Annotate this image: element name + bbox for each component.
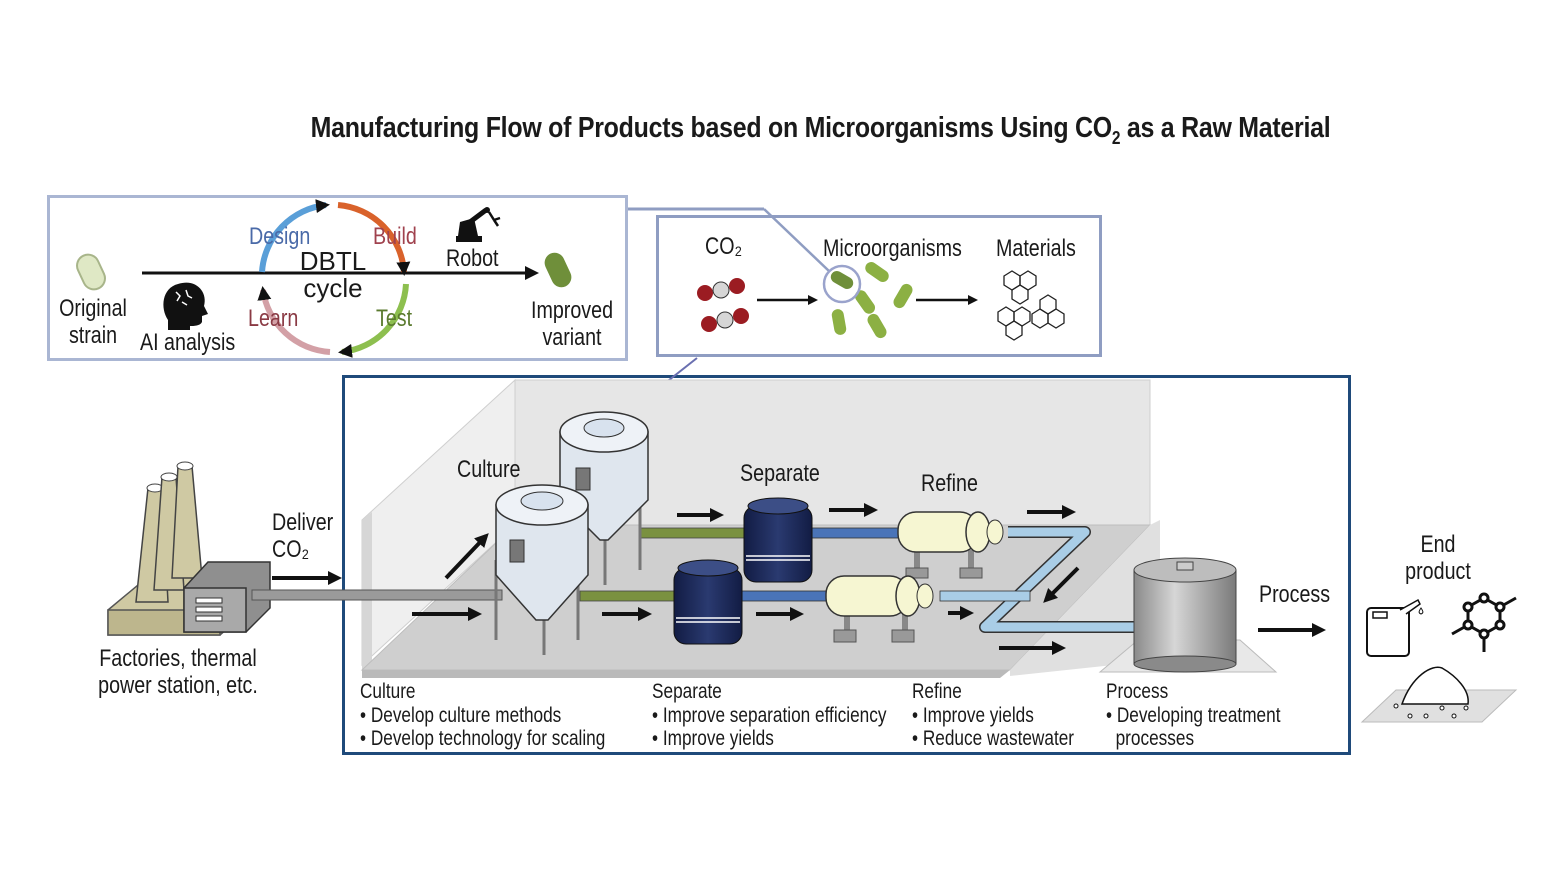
- separator-back: [743, 497, 813, 583]
- stage-bullet: • Develop technology for scaling: [360, 727, 606, 751]
- process-tank: [1098, 557, 1278, 673]
- robot-label: Robot: [446, 245, 499, 272]
- learn-arc: [257, 286, 331, 355]
- factory-line2: power station, etc.: [98, 671, 258, 699]
- separate-label: Separate: [740, 460, 820, 487]
- culture-label: Culture: [457, 456, 521, 483]
- original-strain-icon: [76, 253, 106, 291]
- plant-panel: [342, 375, 1351, 755]
- ai-head-icon: [163, 282, 208, 330]
- refiner-back: [897, 511, 1004, 579]
- stage-bullet: • Reduce wastewater: [912, 727, 1075, 751]
- process-pipes: [579, 526, 1135, 633]
- original-strain-label: Original strain: [56, 295, 130, 350]
- bullet-text: Improve yields: [662, 727, 774, 751]
- title-subscript: 2: [1111, 128, 1121, 148]
- stage-bullet: • Developing treatment: [1106, 703, 1281, 727]
- bullet-text: Improve separation efficiency: [662, 703, 887, 727]
- improved-variant-label: Improved variant: [529, 297, 614, 352]
- stage-bullet: processes: [1106, 727, 1281, 751]
- dbtl-panel: [47, 195, 628, 361]
- learn-label: Learn: [248, 305, 299, 332]
- stage-heading: Refine: [912, 680, 962, 703]
- stage-heading: Process: [1106, 680, 1169, 703]
- factory-label: Factories, thermal power station, etc.: [96, 645, 260, 700]
- diagram-title: Manufacturing Flow of Products based on …: [117, 112, 1464, 149]
- improved-variant-icon: [544, 252, 572, 288]
- fuel-canister-icon: [1366, 598, 1424, 657]
- bullet-text: Reduce wastewater: [922, 727, 1075, 751]
- robot-arm-icon: [456, 207, 501, 242]
- bullet-text: processes: [1115, 727, 1195, 751]
- deliver-line2: CO₂: [272, 535, 310, 563]
- stage-bullet: • Improve separation efficiency: [652, 703, 887, 727]
- improved-variant-line1: Improved: [530, 297, 614, 324]
- refiner-front: [825, 575, 934, 643]
- stage-heading: Separate: [652, 680, 722, 703]
- powder-pile-icon: [1360, 666, 1518, 723]
- dbtl-cycle-label: DBTL cycle: [283, 248, 383, 301]
- dbtl-line2: cycle: [303, 272, 363, 303]
- end-product-line2: product: [1405, 557, 1471, 585]
- co2-label: CO₂: [705, 233, 743, 260]
- title-text: Manufacturing Flow of Products based on …: [310, 112, 1113, 144]
- stage-notes-culture: Culture • Develop culture methods • Deve…: [360, 680, 605, 751]
- end-product-line1: End: [1420, 531, 1456, 558]
- improved-variant-line2: variant: [542, 323, 602, 351]
- refine-label: Refine: [921, 470, 978, 497]
- bullet-text: Develop technology for scaling: [370, 727, 606, 751]
- design-arc: [259, 199, 330, 273]
- build-label: Build: [373, 223, 417, 250]
- flow-arrows: [412, 503, 1326, 655]
- deliver-line1: Deliver: [272, 509, 334, 536]
- microorganism-panel: [656, 215, 1102, 357]
- factory-line1: Factories, thermal: [99, 645, 257, 672]
- co2-molecule-icon: [697, 278, 749, 332]
- stage-notes-process: Process • Developing treatment processes: [1106, 680, 1281, 751]
- title-suffix: as a Raw Material: [1120, 112, 1331, 144]
- test-label: Test: [376, 305, 413, 332]
- separator-front: [673, 559, 743, 645]
- stage-heading: Culture: [360, 680, 416, 703]
- bullet-text: Developing treatment: [1116, 703, 1281, 727]
- bullet-text: Improve yields: [922, 703, 1034, 727]
- molecule-ring-icon: [1451, 592, 1517, 652]
- process-label: Process: [1259, 581, 1331, 608]
- dbtl-line1: DBTL: [299, 246, 367, 276]
- materials-molecule-icon: [997, 270, 1065, 341]
- test-arc: [338, 283, 409, 358]
- materials-label: Materials: [996, 235, 1076, 262]
- original-strain-line2: strain: [68, 321, 118, 349]
- design-label: Design: [249, 223, 311, 250]
- dbtl-cycle-ring: [257, 199, 411, 358]
- microorganisms-label: Microorganisms: [823, 235, 962, 262]
- stage-bullet: • Develop culture methods: [360, 703, 562, 727]
- stage-notes-separate: Separate • Improve separation efficiency…: [652, 680, 886, 751]
- ai-analysis-label: AI analysis: [140, 329, 236, 356]
- microorganisms-icon: [822, 261, 913, 339]
- build-arc: [337, 202, 411, 276]
- stage-bullet: • Improve yields: [912, 703, 1034, 727]
- original-strain-line1: Original: [59, 295, 127, 322]
- deliver-co2-label: Deliver CO₂: [272, 509, 334, 564]
- culture-tank-front: [494, 484, 589, 655]
- stage-bullet: • Improve yields: [652, 727, 774, 751]
- bullet-text: Develop culture methods: [370, 703, 562, 727]
- end-product-label: End product: [1397, 531, 1479, 586]
- co2-supply-pipe: [251, 589, 503, 601]
- stage-notes-refine: Refine • Improve yields • Reduce wastewa…: [912, 680, 1074, 751]
- factory-icon: [107, 461, 271, 636]
